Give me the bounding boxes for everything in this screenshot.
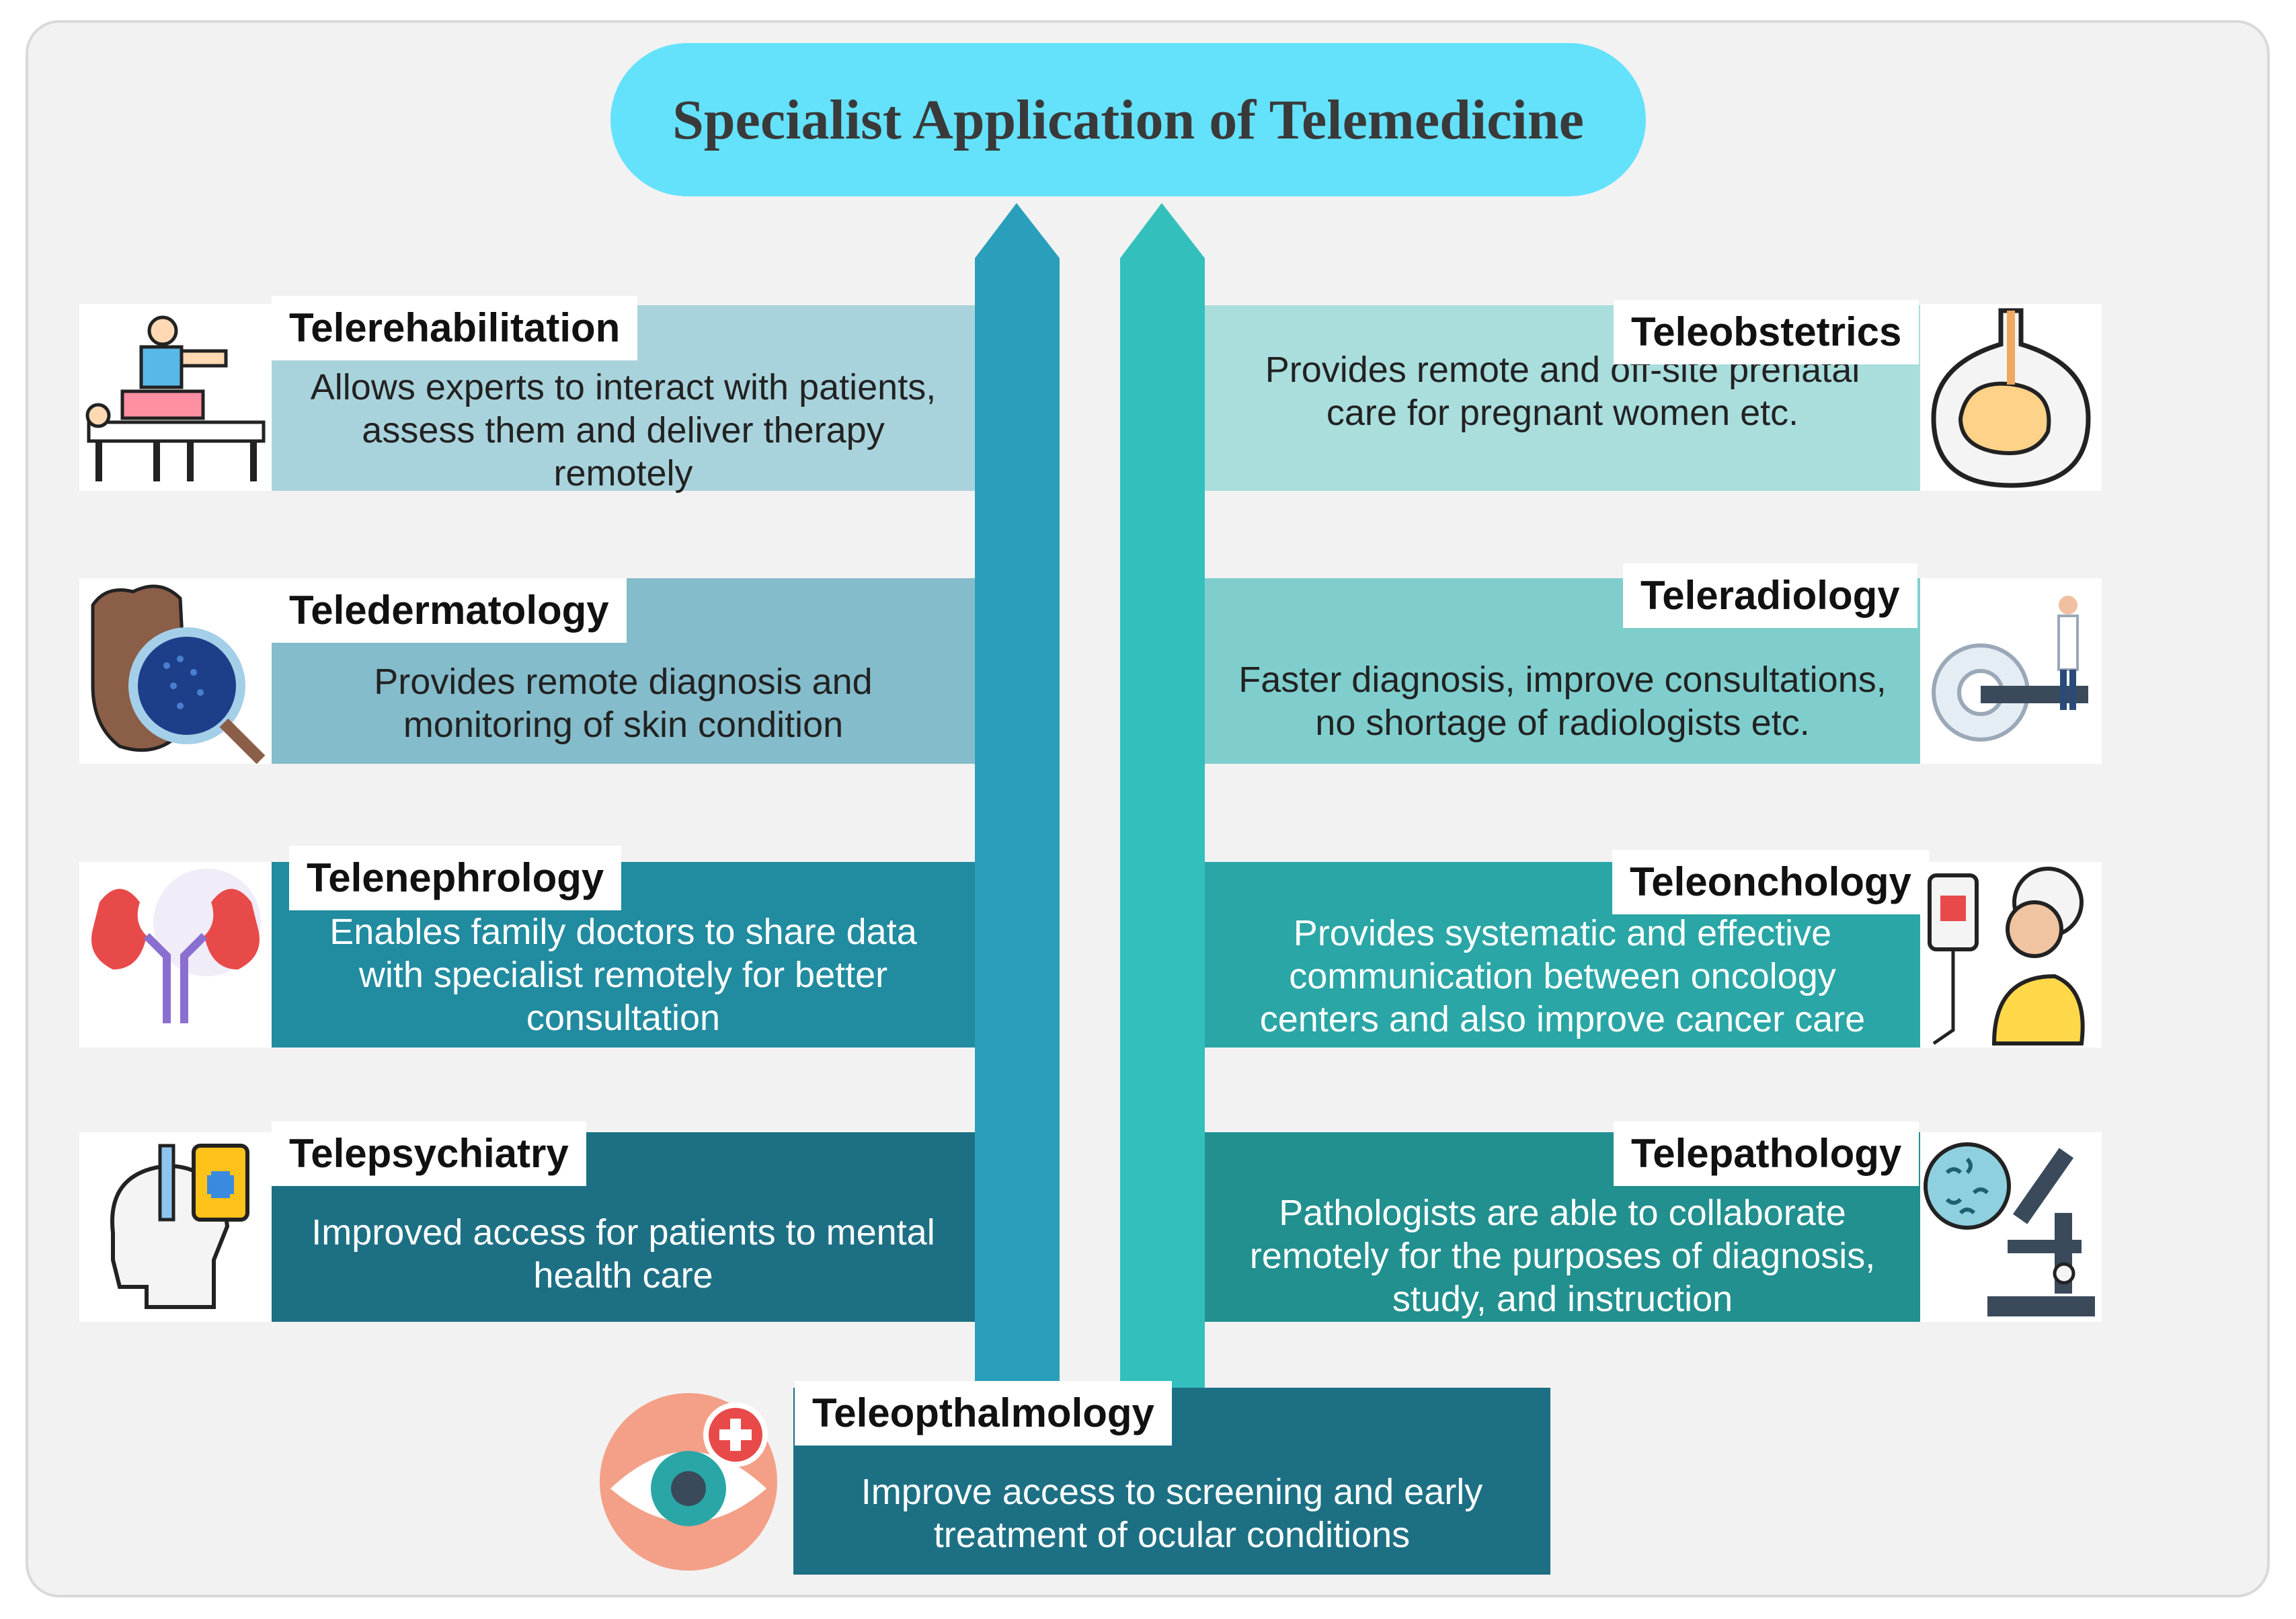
fetus-icon	[1920, 304, 2102, 491]
telerehabilitation-label: Telerehabilitation	[272, 296, 638, 360]
eye-cross-icon	[584, 1388, 793, 1575]
microscope-icon	[1920, 1132, 2102, 1322]
physiotherapy-icon	[79, 304, 272, 491]
teleradiology-label: Teleradiology	[1623, 563, 1917, 628]
right-upward-arrow	[1120, 203, 1205, 1392]
diagram-title: Specialist Application of Telemedicine	[672, 88, 1584, 151]
telenephrology-label: Telenephrology	[289, 846, 622, 910]
kidneys-icon	[79, 862, 272, 1048]
teleonchology-label: Teleonchology	[1612, 850, 1929, 914]
teleradiology-description: Faster diagnosis, improve consultations,…	[1205, 578, 1920, 764]
ct-scanner-icon	[1920, 578, 2102, 764]
telepsychiatry-label: Telepsychiatry	[272, 1121, 586, 1186]
telenephrology-description: Enables family doctors to share data wit…	[272, 862, 975, 1048]
skin-magnifier-icon	[79, 578, 272, 764]
head-medicine-icon	[79, 1132, 272, 1322]
telerehabilitation-description: Allows experts to interact with patients…	[272, 305, 975, 493]
title-banner: Specialist Application of Telemedicine	[610, 43, 1646, 196]
teleobstetrics-label: Teleobstetrics	[1614, 300, 1919, 364]
teledermatology-label: Teledermatology	[272, 578, 627, 643]
teleopthalmology-label: Teleopthalmology	[795, 1381, 1172, 1446]
telepathology-label: Telepathology	[1614, 1121, 1919, 1186]
chemotherapy-patient-icon	[1920, 862, 2102, 1048]
left-upward-arrow	[975, 203, 1060, 1392]
